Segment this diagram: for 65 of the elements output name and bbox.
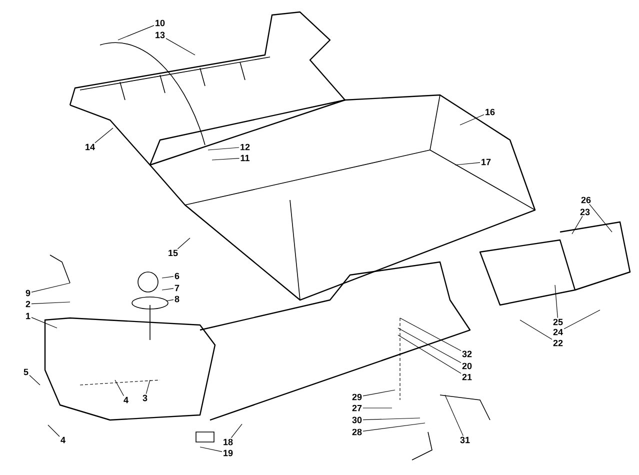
leader-line (362, 390, 396, 396)
leader-line (114, 380, 124, 396)
callout-number: 16 (484, 108, 496, 116)
leader-line (31, 317, 58, 328)
leader-line (94, 128, 114, 144)
callout-number: 14 (84, 143, 96, 151)
callout-number: 24 (552, 328, 564, 336)
leader-line (398, 328, 462, 363)
callout-number: 31 (459, 436, 471, 444)
leader-line (48, 424, 60, 437)
callout-number: 17 (480, 158, 492, 166)
leader-line (564, 310, 600, 330)
callout-number: 32 (461, 350, 473, 358)
leader-line (118, 25, 154, 40)
leader-line (460, 114, 484, 126)
leader-line (400, 318, 462, 352)
leader-line (362, 422, 426, 432)
leader-line (208, 147, 240, 150)
callout-number: 12 (239, 143, 251, 151)
callout-number: 6 (174, 272, 180, 280)
leader-line (444, 394, 464, 436)
callout-number: 9 (24, 289, 32, 297)
leader-line (572, 216, 583, 234)
callout-number: 15 (167, 249, 179, 257)
callout-number: 11 (239, 154, 251, 162)
leader-line (31, 302, 70, 304)
callout-number: 19 (222, 449, 234, 457)
callout-number: 29 (351, 393, 363, 401)
leader-line (166, 299, 174, 302)
callout-number: 23 (579, 208, 591, 216)
callout-number: 10 (154, 19, 166, 27)
leader-line (212, 158, 240, 160)
callout-number: 20 (461, 362, 473, 370)
leader-line (520, 320, 552, 340)
callout-number: 25 (552, 318, 564, 326)
leader-line (454, 162, 480, 166)
leader-line (554, 284, 558, 318)
callout-number: 13 (154, 31, 166, 39)
callout-number: 18 (222, 438, 234, 446)
callout-number: 22 (552, 339, 564, 347)
leader-line (166, 38, 196, 56)
leader-line (162, 288, 174, 290)
callout-number: 7 (174, 284, 180, 292)
callout-number: 4 (60, 436, 66, 444)
leader-line (31, 282, 70, 292)
leader-line (398, 334, 462, 374)
callout-number: 30 (351, 416, 363, 424)
callout-number: 27 (351, 404, 363, 412)
leader-line (230, 424, 242, 438)
leader-line (162, 276, 174, 278)
callout-number: 3 (142, 394, 148, 402)
leader-line (589, 204, 612, 232)
leader-line (177, 238, 190, 250)
leader-line (362, 418, 420, 420)
callout-number: 21 (461, 373, 473, 381)
leader-line (29, 374, 40, 386)
callout-number: 8 (174, 295, 180, 303)
callout-number: 5 (22, 368, 30, 376)
callout-number: 1 (24, 312, 32, 320)
callout-number: 4 (122, 396, 130, 404)
callout-number: 28 (351, 428, 363, 436)
leader-line (146, 380, 150, 394)
leader-line (200, 446, 222, 452)
callout-number: 26 (580, 196, 592, 204)
callout-number: 2 (24, 300, 32, 308)
